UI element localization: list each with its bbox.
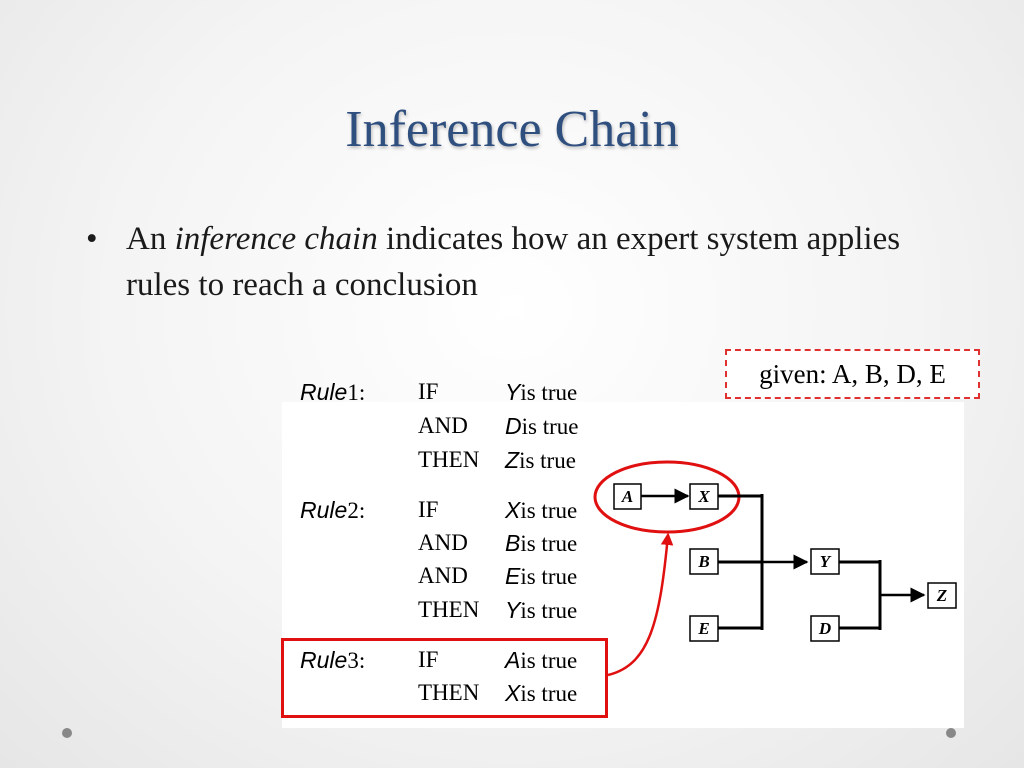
rule-1-line-3-var: Z (505, 447, 520, 473)
rule-2-line-4-kw: THEN (418, 597, 480, 622)
slide-title: Inference Chain (345, 101, 679, 158)
rule-2-line-2-var: B (505, 530, 521, 556)
rule-2-line-2-rest: is true (520, 531, 578, 556)
bullet-text-pre: An (126, 221, 175, 257)
slide-dot-right (946, 728, 956, 738)
rule-2-line-1-kw: IF (418, 497, 439, 522)
rule-1-line-2-var: D (505, 413, 522, 439)
rule-2-label-num: 2: (347, 498, 366, 523)
rule-2-line-1-rest: is true (520, 498, 578, 523)
bullet-text-emphasis: inference chain (174, 221, 378, 257)
rule-2-label: Rule2: (300, 497, 365, 524)
given-facts-box: given: A, B, D, E (725, 349, 980, 399)
rule-1-line-2-rest: is true (521, 414, 579, 439)
rule-2-line-3-rest: is true (520, 564, 578, 589)
rule-3-line-2-var: X (505, 680, 521, 706)
rule-2-line-2-kw: AND (418, 530, 468, 555)
rule-3-label: Rule3: (300, 647, 365, 674)
rule-2-line-1-var: X (505, 497, 521, 523)
rule-1-line-3-rest: is true (519, 448, 576, 473)
rule-2-label-word: Rule (300, 497, 348, 523)
rule-3-line-2-rest: is true (520, 681, 578, 706)
rule-2-line-4-var: Y (505, 597, 521, 623)
rule-1-line-2: Dis true (505, 413, 578, 440)
rule-3-highlight-box (281, 638, 608, 718)
rule-1-label-word: Rule (300, 379, 348, 405)
rule-1-line-1-var: Y (505, 379, 521, 405)
rule-1-line-1: Yis true (505, 379, 577, 406)
rule-3-label-num: 3: (347, 648, 366, 673)
rule-2-line-3-var: E (505, 563, 521, 589)
bullet-text-post: indicates how an expert system applies r… (126, 221, 901, 303)
rule-2-line-4: Yis true (505, 597, 577, 624)
rule-1-line-3: Zis true (505, 447, 576, 474)
rule-2-line-3: Eis true (505, 563, 577, 590)
bullet-text: An inference chain indicates how an expe… (126, 216, 926, 308)
rule-1-label-num: 1: (347, 380, 366, 405)
rule-3-line-1-rest: is true (520, 648, 578, 673)
rule-3-line-1-kw: IF (418, 647, 439, 672)
rule-1-line-3-kw: THEN (418, 447, 480, 472)
rule-2-line-2: Bis true (505, 530, 577, 557)
rule-1-line-1-kw: IF (418, 379, 439, 404)
rule-3-line-1-var: A (505, 647, 521, 673)
rule-1-line-1-rest: is true (520, 380, 578, 405)
rule-2-line-1: Xis true (505, 497, 577, 524)
rule-1-line-2-kw: AND (418, 413, 468, 438)
rule-2-line-3-kw: AND (418, 563, 468, 588)
rule-3-line-2: Xis true (505, 680, 577, 707)
rule-3-label-word: Rule (300, 647, 348, 673)
rule-3-line-1: Ais true (505, 647, 577, 674)
bullet-dot: • (86, 221, 98, 257)
rule-3-line-2-kw: THEN (418, 680, 480, 705)
rule-1-label: Rule1: (300, 379, 365, 406)
rule-2-line-4-rest: is true (520, 598, 578, 623)
slide-dot-left (62, 728, 72, 738)
